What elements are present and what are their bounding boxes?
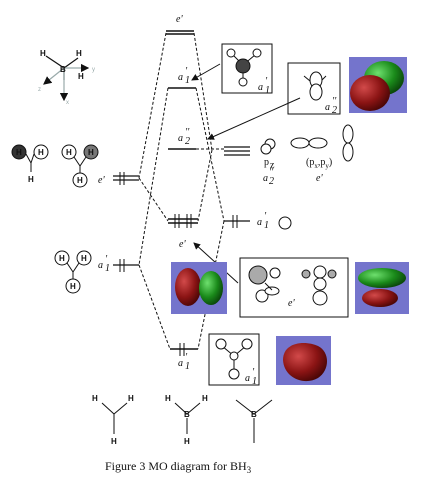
atom-h-label: H bbox=[77, 176, 83, 185]
svg-text:': ' bbox=[265, 76, 268, 87]
atom-h-label: H bbox=[70, 282, 76, 291]
pz-label: p bbox=[264, 157, 269, 168]
left-a1-label: a bbox=[98, 260, 103, 271]
axis-y-label: y bbox=[92, 67, 95, 73]
arrow-box1 bbox=[191, 63, 221, 81]
level-e-label: e' bbox=[179, 239, 186, 250]
render-a2pp-panel bbox=[349, 57, 407, 113]
render-e-left-panel bbox=[171, 262, 227, 314]
svg-text:2: 2 bbox=[332, 105, 337, 116]
svg-text:': ' bbox=[105, 254, 108, 265]
level-top-label: e' bbox=[176, 14, 183, 25]
svg-text:1: 1 bbox=[264, 220, 269, 231]
box-e-bonding: e' bbox=[239, 257, 349, 318]
svg-text:1: 1 bbox=[252, 376, 257, 387]
svg-text:1: 1 bbox=[185, 75, 190, 86]
svg-text:1: 1 bbox=[185, 361, 190, 372]
left-levels: e' a 1 ' bbox=[98, 172, 139, 274]
atom-h-label: H bbox=[88, 148, 94, 157]
atom-h-label: H bbox=[128, 394, 134, 403]
arrow-box2 bbox=[207, 97, 301, 140]
svg-text:'': '' bbox=[269, 167, 274, 178]
right-levels: a 1' bbox=[224, 146, 292, 231]
atom-h-label: H bbox=[81, 254, 87, 263]
svg-text:'': '' bbox=[332, 96, 337, 107]
svg-text:z: z bbox=[270, 160, 275, 171]
level-a1-label: a bbox=[178, 358, 183, 369]
box-a1-bonding: a 1' bbox=[208, 333, 260, 387]
svg-text:1: 1 bbox=[265, 85, 270, 96]
atom-h-label: H bbox=[111, 437, 117, 446]
axis-molecule-sketch: H H H B y x z bbox=[38, 49, 95, 106]
axis-z-label: z bbox=[38, 87, 41, 93]
atom-h-label: H bbox=[78, 72, 84, 81]
right-a1-label: a bbox=[257, 217, 262, 228]
atom-h-label: H bbox=[40, 49, 46, 58]
salc-e-left: H H H H H H bbox=[11, 144, 99, 188]
level-a2pp-label: a bbox=[178, 133, 183, 144]
svg-text:2: 2 bbox=[269, 176, 274, 187]
atom-h-label: H bbox=[66, 148, 72, 157]
atom-h-label: H bbox=[92, 394, 98, 403]
atom-h-label: H bbox=[59, 254, 65, 263]
render-e-right-panel bbox=[355, 262, 409, 314]
svg-text:'': '' bbox=[185, 127, 190, 138]
box3-label: e' bbox=[288, 298, 295, 309]
level-a1p-label: a bbox=[178, 72, 183, 83]
svg-text:': ' bbox=[185, 352, 188, 363]
pxpy-label: (px,py) bbox=[306, 157, 332, 170]
svg-text:': ' bbox=[252, 367, 255, 378]
atom-h-label: H bbox=[38, 148, 44, 157]
left-e-label: e' bbox=[98, 175, 105, 186]
atom-b-label: B bbox=[60, 65, 66, 74]
svg-text:1: 1 bbox=[105, 263, 110, 274]
atom-b-label: B bbox=[184, 410, 190, 419]
svg-text:': ' bbox=[264, 211, 267, 222]
atom-h-label: H bbox=[28, 175, 34, 184]
mo-levels: e' a 1' a 2'' e' a 1' bbox=[166, 14, 198, 372]
pz-symmetry-label: a bbox=[263, 173, 268, 184]
bottom-molecules: H H H H H B H B bbox=[92, 394, 273, 446]
salc-a1-left: H H H bbox=[54, 250, 92, 294]
box-a1-antibonding: a 1' bbox=[221, 43, 273, 96]
axis-x-label: x bbox=[66, 100, 69, 106]
box2-label: a bbox=[325, 102, 330, 113]
box1-label: a bbox=[258, 82, 263, 93]
pxpy-symmetry-label: e' bbox=[316, 173, 323, 184]
svg-text:2: 2 bbox=[185, 136, 190, 147]
figure-caption: Figure 3 MO diagram for BH3 bbox=[105, 459, 252, 475]
atom-h-label: H bbox=[165, 394, 171, 403]
atom-h-label: H bbox=[16, 148, 22, 157]
box-a2-nonbonding: a 2'' bbox=[287, 62, 341, 116]
atom-h-label: H bbox=[202, 394, 208, 403]
render-a1-panel bbox=[276, 336, 331, 385]
atom-h-label: H bbox=[184, 437, 190, 446]
box4-label: a bbox=[245, 373, 250, 384]
atom-h-label: H bbox=[76, 49, 82, 58]
p-orbital-sketches: p z a 2'' (px,py) e' bbox=[260, 124, 354, 187]
svg-text:': ' bbox=[185, 66, 188, 77]
atom-b-label: B bbox=[251, 410, 257, 419]
